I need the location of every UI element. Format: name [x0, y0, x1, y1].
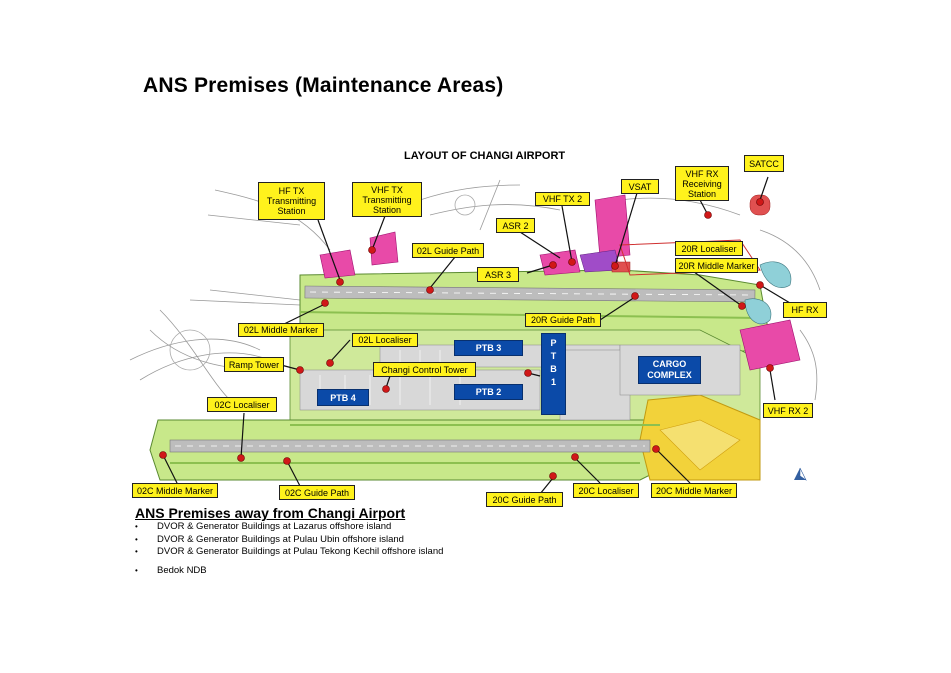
list-item: DVOR & Generator Buildings at Pulau Teko… — [135, 546, 443, 559]
label-02c-guide: 02C Guide Path — [279, 485, 355, 500]
terminal-cargo-complex: CARGO COMPLEX — [638, 356, 701, 384]
label-changi-control-tower: Changi Control Tower — [373, 362, 476, 377]
label-20c-localiser: 20C Localiser — [573, 483, 639, 498]
label-hf-tx: HF TX Transmitting Station — [258, 182, 325, 220]
label-asr3: ASR 3 — [477, 267, 519, 282]
runways — [169, 285, 756, 453]
label-vhf-tx: VHF TX Transmitting Station — [352, 182, 422, 217]
page-title: ANS Premises (Maintenance Areas) — [143, 74, 504, 97]
label-vhf-rx2: VHF RX 2 — [763, 403, 813, 418]
label-hf-rx: HF RX — [783, 302, 827, 318]
list-item: DVOR & Generator Buildings at Lazarus of… — [135, 521, 443, 534]
label-20c-guide: 20C Guide Path — [486, 492, 563, 507]
terminal-ptb4: PTB 4 — [317, 389, 369, 406]
list-item: Bedok NDB — [135, 565, 443, 578]
map-title: LAYOUT OF CHANGI AIRPORT — [404, 150, 566, 162]
list-item: DVOR & Generator Buildings at Pulau Ubin… — [135, 534, 443, 547]
label-vsat: VSAT — [621, 179, 659, 194]
label-02l-middle-marker: 02L Middle Marker — [238, 323, 324, 337]
away-premises-list: DVOR & Generator Buildings at Lazarus of… — [135, 521, 443, 577]
label-vhf-rx: VHF RX Receiving Station — [675, 166, 729, 201]
label-20r-guide: 20R Guide Path — [525, 313, 601, 327]
terminal-ptb2: PTB 2 — [454, 384, 523, 400]
label-satcc: SATCC — [744, 155, 784, 172]
label-20r-middle-marker: 20R Middle Marker — [675, 258, 758, 273]
label-02c-middle-marker: 02C Middle Marker — [132, 483, 218, 498]
site-markers — [159, 198, 774, 480]
away-premises-title: ANS Premises away from Changi Airport — [135, 505, 406, 521]
label-vhf-tx2: VHF TX 2 — [535, 192, 590, 206]
label-ramp-tower: Ramp Tower — [224, 357, 284, 372]
label-20r-localiser: 20R Localiser — [675, 241, 743, 256]
compass-icon — [794, 467, 807, 481]
label-asr2: ASR 2 — [496, 218, 535, 233]
terminal-ptb3: PTB 3 — [454, 340, 523, 356]
label-02l-guide: 02L Guide Path — [412, 243, 484, 258]
interchange-loop — [169, 329, 211, 371]
label-02l-localiser: 02L Localiser — [352, 333, 418, 347]
label-20c-middle-marker: 20C Middle Marker — [651, 483, 737, 498]
label-02c-localiser: 02C Localiser — [207, 397, 277, 412]
facility-areas — [319, 194, 801, 371]
